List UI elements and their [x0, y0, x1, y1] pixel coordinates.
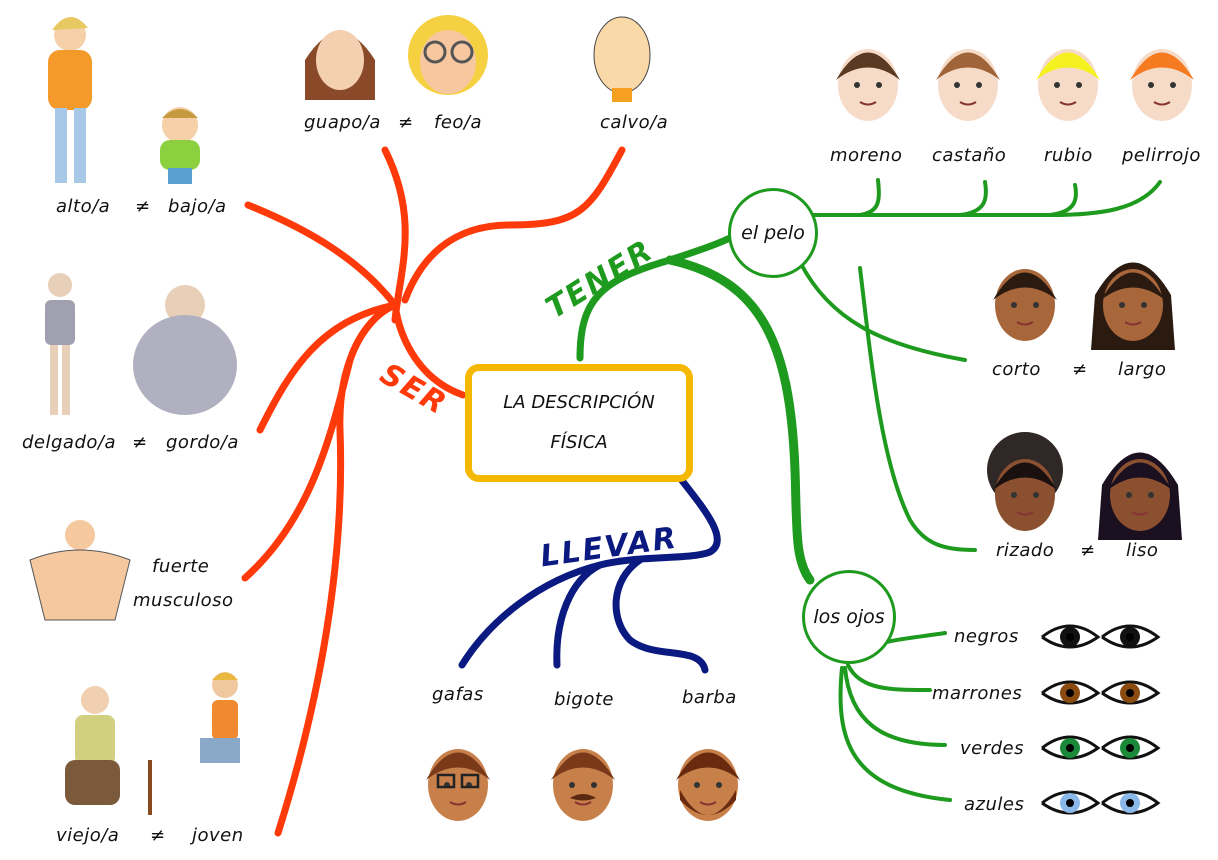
neq-sign: ≠ — [132, 432, 148, 453]
center-line-1: LA DESCRIPCIÓN — [503, 392, 655, 413]
label-alto: alto/a — [56, 196, 111, 217]
label-liso: liso — [1126, 540, 1159, 561]
eye-azules-icon — [1041, 790, 1101, 815]
face-castano-icon — [936, 49, 1000, 121]
center-line-2: FÍSICA — [550, 432, 608, 453]
face-gafas-icon — [426, 749, 490, 821]
eye-negros-icon — [1041, 624, 1101, 649]
label-musculoso: musculoso — [133, 590, 234, 611]
label-rubio: rubio — [1044, 145, 1093, 166]
ser-branches — [241, 146, 626, 837]
label-gordo: gordo/a — [166, 432, 239, 453]
person-viejo-icon — [65, 686, 152, 815]
label-negros: negros — [954, 626, 1019, 647]
tener-branches — [576, 178, 1162, 802]
label-corto: corto — [992, 359, 1041, 380]
label-bajo: bajo/a — [168, 196, 227, 217]
label-verdes: verdes — [960, 738, 1025, 759]
llevar-branches — [458, 474, 721, 674]
label-moreno: moreno — [830, 145, 903, 166]
face-calvo-icon — [593, 16, 651, 102]
label-guapo: guapo/a — [304, 112, 381, 133]
label-rizado: rizado — [996, 540, 1055, 561]
person-alto-icon — [48, 16, 92, 183]
central-topic: LA DESCRIPCIÓN FÍSICA — [465, 364, 693, 482]
face-feo-icon — [408, 15, 488, 95]
eye-marrones-icon — [1041, 680, 1101, 705]
label-feo: feo/a — [434, 112, 483, 133]
label-viejo: viejo/a — [56, 825, 120, 846]
label-bigote: bigote — [554, 689, 614, 710]
person-gordo-icon — [133, 285, 237, 415]
label-castano: castaño — [932, 145, 1007, 166]
label-largo: largo — [1118, 359, 1167, 380]
neq-sign: ≠ — [150, 825, 166, 846]
label-barba: barba — [682, 687, 737, 708]
eye-verdes-icon — [1041, 735, 1101, 760]
node-los-ojos: los ojos — [802, 570, 896, 664]
eye-marrones-icon — [1101, 680, 1161, 705]
label-delgado: delgado/a — [22, 432, 116, 453]
label-marrones: marrones — [932, 683, 1023, 704]
neq-sign: ≠ — [135, 196, 151, 217]
face-bigote-icon — [551, 749, 615, 821]
label-calvo: calvo/a — [600, 112, 669, 133]
face-rizado-icon — [987, 432, 1063, 531]
eye-azules-icon — [1101, 790, 1161, 815]
person-bajo-icon — [160, 107, 200, 184]
face-largo-icon — [1091, 262, 1175, 350]
label-azules: azules — [964, 794, 1025, 815]
eye-verdes-icon — [1101, 735, 1161, 760]
label-pelirrojo: pelirrojo — [1122, 145, 1201, 166]
label-joven: joven — [192, 825, 244, 846]
face-liso-icon — [1098, 452, 1182, 540]
eye-negros-icon — [1101, 624, 1161, 649]
label-fuerte: fuerte — [152, 556, 210, 577]
face-pelirrojo-icon — [1130, 49, 1194, 121]
person-joven-icon — [200, 672, 240, 763]
neq-sign: ≠ — [398, 112, 414, 133]
face-moreno-icon — [836, 49, 900, 121]
face-barba-icon — [676, 749, 740, 821]
face-corto-icon — [993, 269, 1057, 341]
label-gafas: gafas — [432, 684, 484, 705]
person-fuerte-icon — [29, 520, 131, 621]
neq-sign: ≠ — [1072, 359, 1088, 380]
face-rubio-icon — [1036, 49, 1100, 121]
person-delgado-icon — [45, 273, 75, 415]
neq-sign: ≠ — [1080, 540, 1096, 561]
node-el-pelo: el pelo — [728, 188, 818, 278]
face-guapo-icon — [305, 30, 375, 100]
